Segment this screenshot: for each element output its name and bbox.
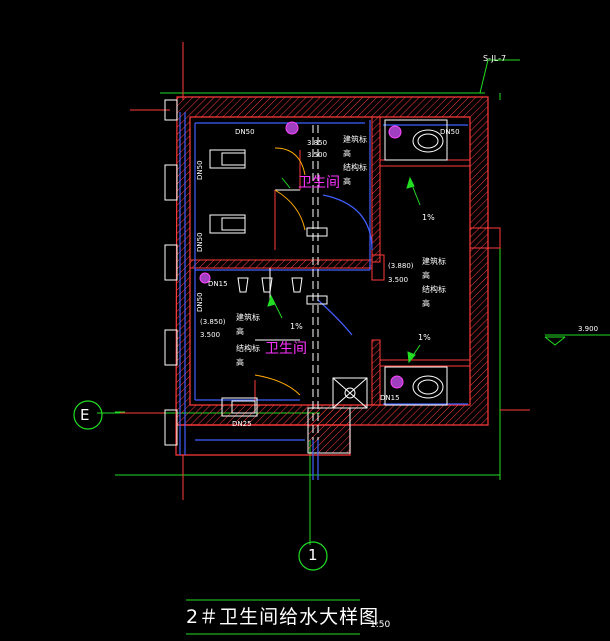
room-name-upper: 卫生间	[298, 175, 340, 191]
slope-arrows	[267, 176, 421, 364]
pipe-label-dn15-bottom: DN15	[380, 394, 400, 402]
window-openings	[164, 99, 178, 446]
pipe-label-dn25-bottom: DN25	[232, 420, 252, 428]
fixture-outlines	[209, 119, 448, 440]
elev-note-top-4: 高	[343, 149, 351, 158]
pipe-label-dn15-mid: DN15	[208, 280, 228, 288]
level-mark: 3.900	[578, 325, 599, 333]
water-pipes	[179, 112, 468, 480]
elev-note-left-1: (3.850)	[200, 318, 226, 326]
drawing-title: 2＃卫生间给水大样图	[186, 606, 380, 628]
elev-note-top-3: 建筑标	[343, 135, 367, 144]
pipe-label-dn50-v3: DN50	[196, 292, 204, 312]
axis-bubble-1	[298, 541, 328, 571]
pipe-label-dn50-v2: DN50	[196, 232, 204, 252]
elev-note-left-3: 建筑标	[236, 313, 260, 322]
elev-note-mid-5: 结构标	[422, 285, 446, 294]
elev-note-top-5: 结构标	[343, 163, 367, 172]
pipe-label-dn50-right: DN50	[440, 128, 460, 136]
slope-label-a: 1%	[422, 213, 435, 222]
elev-note-left-4: 高	[236, 327, 244, 336]
pipe-label-dn50-v1: DN50	[196, 160, 204, 180]
elev-note-mid-1: (3.880)	[388, 262, 414, 270]
elev-note-mid-3: 建筑标	[422, 257, 446, 266]
drawing-scale: 1:50	[370, 620, 391, 630]
elev-note-left-5: 结构标	[236, 344, 260, 353]
elev-note-mid-4: 高	[422, 271, 430, 280]
axis-label-e: E	[80, 406, 90, 424]
walls	[175, 96, 501, 456]
room-name-lower: 卫生间	[265, 341, 307, 357]
axis-label-1: 1	[308, 546, 318, 564]
elev-note-top-1: 3.850	[307, 139, 328, 147]
floor-drain-markers	[199, 121, 404, 389]
elev-note-mid-2: 3.500	[388, 276, 409, 284]
axis-bubble-e	[73, 400, 103, 430]
elev-note-mid-6: 高	[422, 299, 430, 308]
axis-lines	[120, 42, 530, 500]
elev-note-top-6: 高	[343, 177, 351, 186]
elev-note-left-2: 3.500	[200, 331, 221, 339]
riser-tag: S-JL-7	[483, 54, 507, 63]
dimension-lines	[97, 59, 610, 635]
elev-note-top-2: 3.500	[307, 151, 328, 159]
slope-label-c: 1%	[418, 333, 431, 342]
slope-label-b: 1%	[290, 322, 303, 331]
pipe-label-dn50-top: DN50	[235, 128, 255, 136]
elev-note-left-6: 高	[236, 358, 244, 367]
